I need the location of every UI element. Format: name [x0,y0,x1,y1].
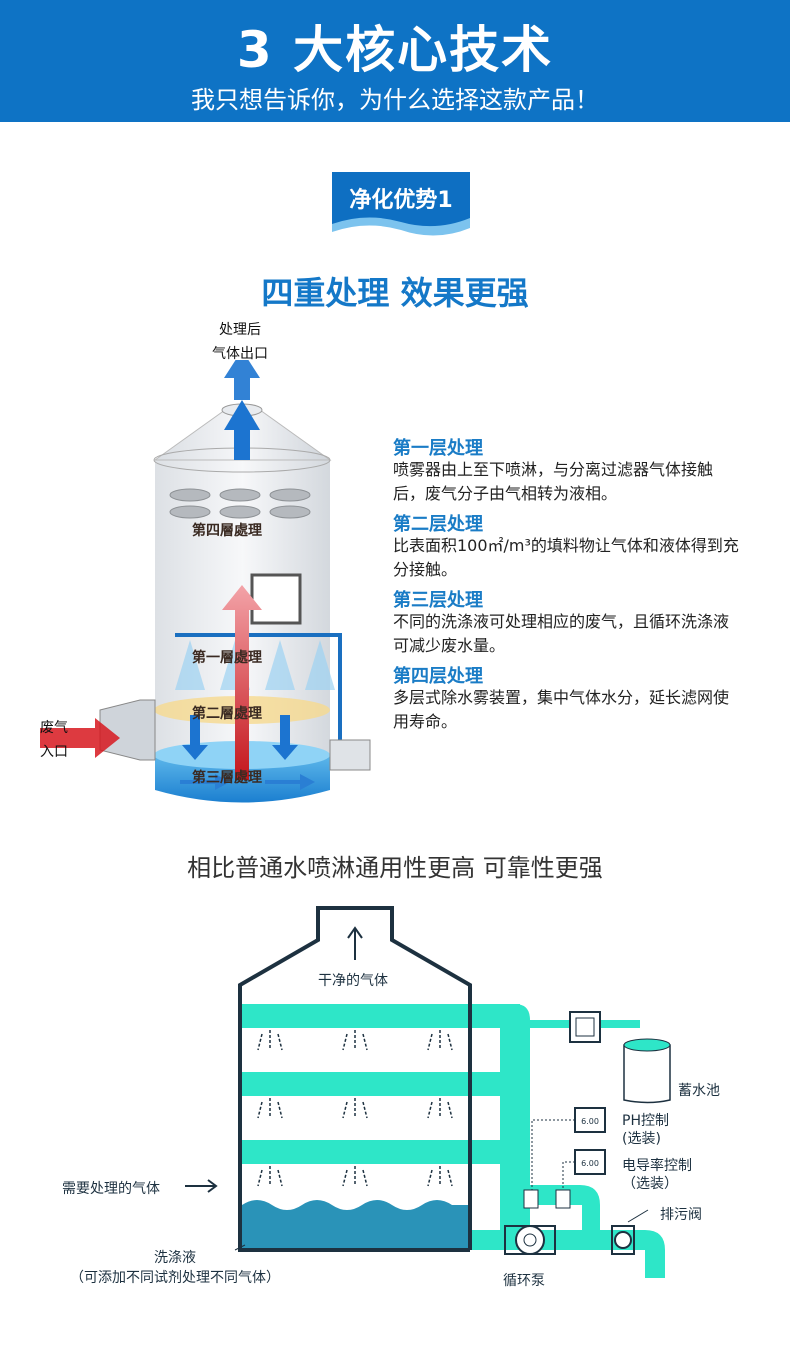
circulation-pump-label: 循环泵 [503,1273,545,1289]
ph-control-label: PH控制(选装) [622,1113,669,1147]
drain-valve-label: 排污阀 [660,1207,702,1223]
tower-layer-3-label: 第三層處理 [192,769,262,786]
outlet-label: 处理后 气体出口 [212,322,268,362]
conductivity-control-label: 电导率控制（选装） [622,1158,692,1192]
header-banner: 3 大核心技术 我只想告诉你，为什么选择这款产品！ [0,0,790,122]
badge-shape-icon [332,172,470,236]
layer-3-title: 第三层处理 [393,590,483,611]
banner-title: 3 大核心技术 [236,21,554,79]
layer-2-title: 第二层处理 [393,514,483,535]
compare-title: 相比普通水喷淋通用性更高 可靠性更强 [187,854,603,882]
tower-layer-1-label: 第一層處理 [192,649,262,666]
advantage-badge: 净化优势1 [326,168,476,236]
tower-layer-2-label: 第二層處理 [192,705,262,722]
layer-1-desc: 喷雾器由上至下喷淋，与分离过滤器气体接触后，废气分子由气相转为液相。 [393,460,714,503]
layer-4-title: 第四层处理 [393,666,483,687]
scrubber-tower-illustration: 第四層處理 第一層處理 第二層處理 第三層處理 [40,360,371,803]
gas-inlet-label: 需要处理的气体 [62,1181,160,1197]
layer-1-title: 第一层处理 [393,438,483,459]
badge-label: 净化优势1 [349,188,453,213]
ph-meter-reading: 6.00 [581,1117,599,1126]
inlet-label: 废气 入口 [40,720,68,760]
tower-layer-4-label: 第四層處理 [192,522,262,539]
layer-2-desc: 比表面积100㎡/m³的填料物让气体和液体得到充分接触。 [393,536,739,579]
layer-3-desc: 不同的洗涤液可处理相应的废气，且循环洗涤液可减少废水量。 [393,612,730,655]
section-title: 四重处理 效果更强 [261,274,529,312]
process-diagram: 6.00 6.00 [185,906,671,1278]
layer-4-desc: 多层式除水雾装置，集中气体水分，延长滤网使用寿命。 [393,688,730,731]
banner-subtitle: 我只想告诉你，为什么选择这款产品！ [191,86,599,114]
wash-liquid-label: 洗涤液（可添加不同试剂处理不同气体） [70,1250,280,1286]
clean-gas-label: 干净的气体 [318,973,388,989]
reservoir-label: 蓄水池 [678,1083,720,1099]
conductivity-meter-reading: 6.00 [581,1159,599,1168]
